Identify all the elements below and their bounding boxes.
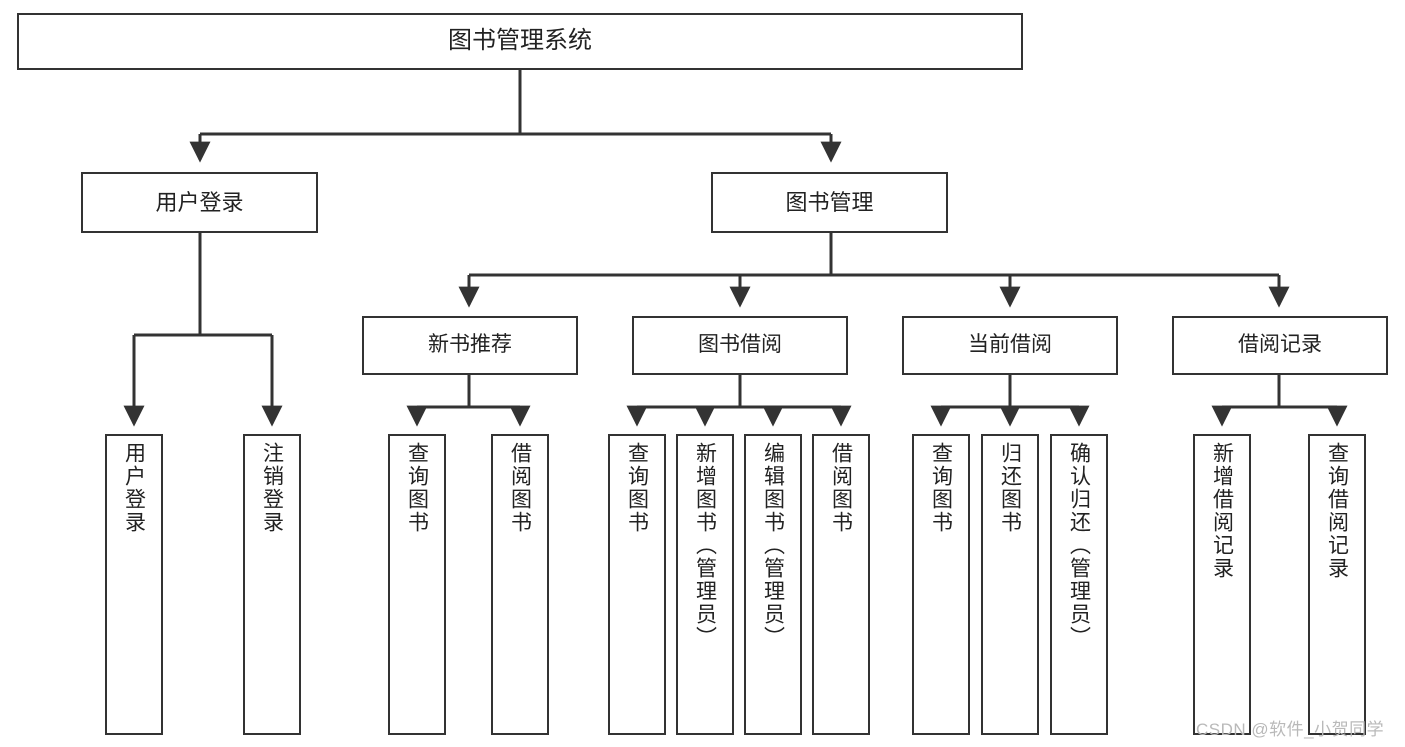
- node-leaf-query-borrow-record[interactable]: 查询借阅记录: [1308, 434, 1366, 735]
- node-leaf-add-borrow-record[interactable]: 新增借阅记录: [1193, 434, 1251, 735]
- node-leaf-user-login[interactable]: 用户登录: [105, 434, 163, 735]
- node-leaf-borrow-book-recommend[interactable]: 借阅图书: [491, 434, 549, 735]
- node-label: 新增图书（管理员）: [693, 442, 717, 649]
- node-label: 借阅图书: [829, 442, 853, 534]
- node-label: 借阅图书: [508, 442, 532, 534]
- node-leaf-query-book-borrow[interactable]: 查询图书: [608, 434, 666, 735]
- node-label: 图书管理: [785, 189, 874, 215]
- node-label: 查询图书: [929, 442, 953, 534]
- node-leaf-query-book-current[interactable]: 查询图书: [912, 434, 970, 735]
- node-label: 用户登录: [155, 189, 244, 215]
- node-label: 归还图书: [998, 442, 1022, 534]
- node-leaf-borrow-book[interactable]: 借阅图书: [812, 434, 870, 735]
- node-label: 用户登录: [122, 442, 146, 534]
- node-leaf-confirm-return[interactable]: 确认归还（管理员）: [1050, 434, 1108, 735]
- node-label: 查询图书: [405, 442, 429, 534]
- node-leaf-edit-book[interactable]: 编辑图书（管理员）: [744, 434, 802, 735]
- node-leaf-user-logout[interactable]: 注销登录: [243, 434, 301, 735]
- node-label: 新增借阅记录: [1210, 442, 1234, 580]
- node-label: 新书推荐: [428, 333, 512, 357]
- node-label: 注销登录: [260, 442, 284, 534]
- node-label: 当前借阅: [968, 333, 1052, 357]
- node-user-login[interactable]: 用户登录: [81, 172, 318, 233]
- node-borrow-record[interactable]: 借阅记录: [1172, 316, 1388, 375]
- node-book-management-system[interactable]: 图书管理系统: [17, 13, 1023, 70]
- node-book-borrow[interactable]: 图书借阅: [632, 316, 848, 375]
- node-label: 确认归还（管理员）: [1067, 442, 1091, 649]
- node-label: 编辑图书（管理员）: [761, 442, 785, 649]
- node-current-borrow[interactable]: 当前借阅: [902, 316, 1118, 375]
- node-label: 借阅记录: [1238, 333, 1322, 357]
- node-book-management[interactable]: 图书管理: [711, 172, 948, 233]
- node-label: 图书借阅: [698, 333, 782, 357]
- node-leaf-return-book[interactable]: 归还图书: [981, 434, 1039, 735]
- node-leaf-query-book-recommend[interactable]: 查询图书: [388, 434, 446, 735]
- node-label: 查询借阅记录: [1325, 442, 1349, 580]
- node-label: 图书管理系统: [448, 27, 592, 55]
- watermark-text: CSDN @软件_小贺同学: [1196, 720, 1385, 739]
- node-new-book-recommend[interactable]: 新书推荐: [362, 316, 578, 375]
- node-label: 查询图书: [625, 442, 649, 534]
- node-leaf-add-book[interactable]: 新增图书（管理员）: [676, 434, 734, 735]
